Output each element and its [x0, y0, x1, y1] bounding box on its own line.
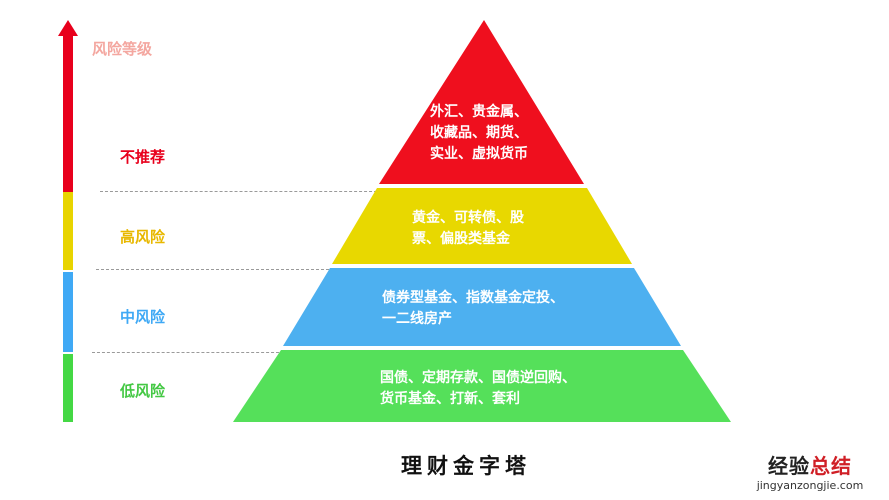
watermark-main: 经验	[768, 454, 810, 478]
risk-bar-segment-blue	[63, 272, 73, 352]
pyramid-tier-upper-middle-text: 黄金、可转债、股 票、偏股类基金	[412, 210, 524, 247]
pyramid-tier-bottom	[233, 350, 731, 422]
risk-axis-title: 风险等级	[92, 40, 153, 58]
separator-line	[100, 191, 382, 192]
risk-level-label-medium: 中风险	[120, 308, 166, 326]
watermark-url: jingyanzongjie.com	[756, 479, 864, 492]
arrow-up-icon	[58, 20, 78, 36]
separator-line	[96, 269, 334, 270]
separator-line	[92, 352, 284, 353]
pyramid-tier-lower-middle-text: 债券型基金、指数基金定投、 一二线房产	[382, 290, 564, 327]
risk-level-label-low: 低风险	[120, 382, 166, 400]
risk-bar-segment-red	[63, 34, 73, 192]
pyramid-tier-upper-middle	[332, 188, 632, 264]
pyramid-tier-bottom-text: 国债、定期存款、国债逆回购、 货币基金、打新、套利	[380, 370, 576, 407]
risk-level-label-not-recommended: 不推荐	[120, 148, 166, 166]
pyramid-tier-top	[379, 20, 584, 184]
risk-bar-segment-yellow	[63, 192, 73, 270]
watermark-accent: 总结	[810, 454, 852, 478]
pyramid-tier-lower-middle	[283, 268, 681, 346]
watermark-logo: 经验总结 jingyanzongjie.com	[740, 450, 880, 492]
pyramid-tier-top-text: 外汇、贵金属、 收藏品、期货、 实业、虚拟货币	[430, 104, 528, 162]
risk-bar-segment-green	[63, 354, 73, 422]
watermark-text: 经验总结	[740, 450, 880, 479]
risk-level-label-high: 高风险	[120, 228, 166, 246]
diagram-title: 理财金字塔	[401, 454, 531, 478]
